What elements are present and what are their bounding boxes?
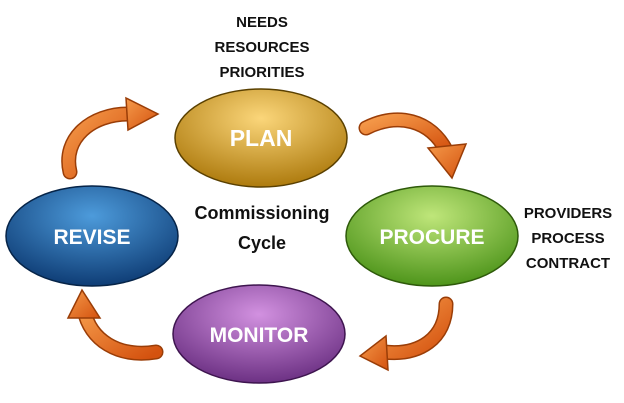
procure-note-contract: CONTRACT: [526, 255, 610, 272]
curved-arrow-icon-revise-to-plan: [61, 96, 160, 180]
procure-note-process: PROCESS: [531, 230, 604, 247]
center-title-line2: Cycle: [238, 233, 286, 253]
curved-arrow-icon-plan-to-procure: [358, 112, 468, 180]
stage-plan: PLAN: [174, 88, 348, 188]
center-title-line1: Commissioning: [194, 203, 329, 223]
stage-plan-label: PLAN: [230, 125, 293, 151]
curved-arrow-icon-procure-to-monitor: [358, 296, 454, 372]
stage-revise: REVISE: [5, 185, 179, 287]
procure-note-providers: PROVIDERS: [524, 205, 612, 222]
plan-note-resources: RESOURCES: [214, 39, 309, 56]
stage-monitor-label: MONITOR: [210, 324, 309, 347]
stage-revise-label: REVISE: [53, 226, 130, 249]
curved-arrow-icon-monitor-to-revise: [66, 288, 164, 361]
plan-note-priorities: PRIORITIES: [219, 64, 304, 81]
stage-procure: PROCURE: [345, 185, 519, 287]
plan-note-needs: NEEDS: [236, 14, 288, 31]
stage-procure-label: PROCURE: [379, 226, 484, 249]
stage-monitor: MONITOR: [172, 284, 346, 384]
